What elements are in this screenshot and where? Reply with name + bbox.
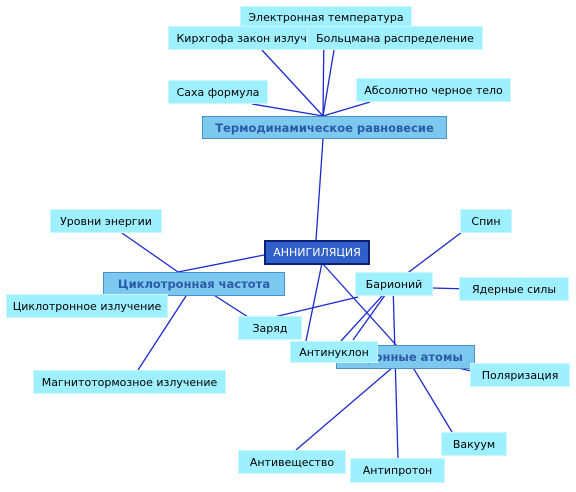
node-vacuum[interactable]: Вакуум <box>441 432 507 456</box>
node-charge[interactable]: Заряд <box>238 316 302 340</box>
node-antimatter[interactable]: Антивещество <box>238 450 346 474</box>
node-boltzmann-distribution[interactable]: Больцмана распределение <box>307 26 483 50</box>
node-black-body[interactable]: Абсолютно черное тело <box>356 78 511 102</box>
node-magnetic-bremsstrahlung[interactable]: Магнитотормозное излучение <box>33 370 226 394</box>
node-saha-formula[interactable]: Саха формула <box>168 80 268 104</box>
node-polarization[interactable]: Поляризация <box>470 363 570 387</box>
node-electron-temperature[interactable]: Электронная температура <box>240 6 412 28</box>
node-nuclear-forces[interactable]: Ядерные силы <box>459 277 569 301</box>
node-energy-levels[interactable]: Уровни энергии <box>50 209 162 233</box>
node-antiproton[interactable]: Антипротон <box>350 458 445 483</box>
hub-cyclotron-frequency[interactable]: Циклотронная частота <box>103 272 285 296</box>
node-annihilation-center[interactable]: АННИГИЛЯЦИЯ <box>264 240 370 265</box>
node-cyclotron-radiation[interactable]: Циклотронное излучение <box>6 294 168 318</box>
node-antinucleon[interactable]: Антинуклон <box>290 341 378 363</box>
hub-thermodynamic-equilibrium[interactable]: Термодинамическое равновесие <box>202 116 447 139</box>
node-baryonium[interactable]: Барионий <box>355 272 433 296</box>
node-spin[interactable]: Спин <box>460 209 512 233</box>
